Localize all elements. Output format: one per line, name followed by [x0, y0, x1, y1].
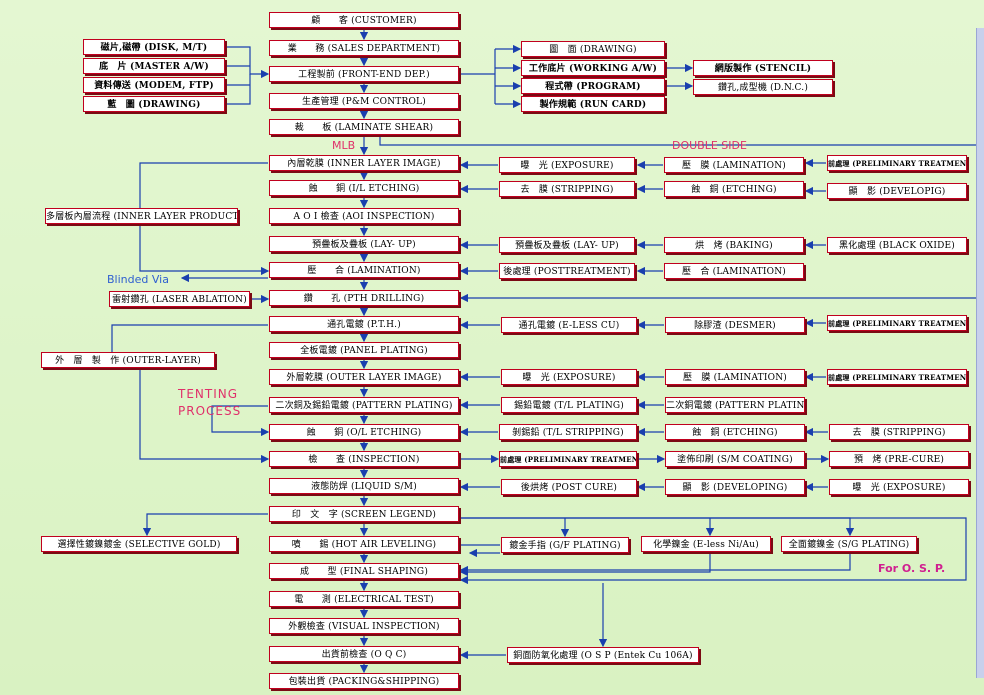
label-mlb: MLB	[332, 139, 356, 152]
label-blinded-via: Blinded Via	[107, 273, 169, 286]
inner-exposure: 曝 光 (EXPOSURE)	[499, 157, 635, 173]
input-disk: 磁片,磁帶 (DISK, M/T)	[83, 39, 225, 55]
step-final-shaping: 成 型 (FINAL SHAPING)	[269, 563, 459, 579]
step-oqc: 出貨前檢查 (O Q C)	[269, 646, 459, 662]
input-drawing: 藍 圖 (DRAWING)	[83, 96, 225, 112]
inner-etching: 蝕 銅 (ETCHING)	[664, 181, 804, 197]
step-front-end: 工程製前 (FRONT-END DEP.)	[269, 66, 459, 82]
selective-gold: 選擇性鍍鎳鍍金 (SELECTIVE GOLD)	[41, 536, 237, 552]
connector	[459, 553, 711, 577]
inner-lamination-film: 壓 膜 (LAMINATION)	[664, 157, 804, 173]
step-pm-control: 生產管理 (P&M CONTROL)	[269, 93, 459, 109]
step-lay-up: 預疊板及疊板 (LAY- UP)	[269, 236, 459, 252]
inner-developing: 顯 影 (DEVELOPIG)	[827, 183, 967, 199]
outer-layer-box: 外 層 製 作 (OUTER-LAYER)	[41, 352, 215, 368]
label-for-osp: For O. S. P.	[878, 562, 946, 575]
pth-desmear: 除膠渣 (DESMER)	[665, 317, 805, 333]
connector	[139, 369, 270, 464]
inner-lay-up: 預疊板及疊板 (LAY- UP)	[499, 237, 635, 253]
scrollbar[interactable]	[976, 28, 984, 678]
outer-pattern-plating: 二次銅電鍍 (PATTERN PLATING)	[665, 397, 805, 413]
connector	[142, 513, 268, 537]
laser-ablation: 雷射鑽孔 (LASER ABLATION)	[109, 291, 250, 307]
inner-lamination: 壓 合 (LAMINATION)	[664, 263, 804, 279]
tool-stencil: 網版製作 (STENCIL)	[693, 60, 833, 76]
step-aoi: A O I 檢查 (AOI INSPECTION)	[269, 208, 459, 224]
step-ol-etching: 蝕 銅 (O/L ETCHING)	[269, 424, 459, 440]
step-screen-legend: 印 文 字 (SCREEN LEGEND)	[269, 506, 459, 522]
step-hot-air-leveling: 噴 錫 (HOT AIR LEVELING)	[269, 536, 459, 552]
step-pth-drilling: 鑽 孔 (PTH DRILLING)	[269, 290, 459, 306]
step-pth: 通孔電鍍 (P.T.H.)	[269, 316, 459, 332]
outer-stripping: 去 膜 (STRIPPING)	[829, 424, 969, 440]
step-sales: 業 務 (SALES DEPARTMENT)	[269, 40, 459, 56]
inner-layer-product: 多層板內層流程 (INNER LAYER PRODUCT)	[45, 208, 238, 224]
step-outer-layer-image: 外層乾膜 (OUTER LAYER IMAGE)	[269, 369, 459, 385]
sm-pre-cure: 預 烤 (PRE-CURE)	[829, 451, 969, 467]
finish-gf-plating: 鍍金手指 (G/F PLATING)	[501, 537, 629, 553]
connector	[211, 405, 270, 437]
step-electrical-test: 電 測 (ELECTRICAL TEST)	[269, 591, 459, 607]
outer-tl-plating: 錫鉛電鍍 (T/L PLATING)	[501, 397, 637, 413]
tool-dnc: 鑽孔,成型機 (D.N.C.)	[693, 79, 833, 95]
outer-tl-stripping: 剝錫鉛 (T/L STRIPPING)	[499, 424, 637, 440]
connector	[227, 74, 251, 105]
label-tenting: TENTING	[178, 387, 239, 401]
connector	[111, 324, 268, 352]
step-il-etching: 蝕 銅 (I/L ETCHING)	[269, 180, 459, 196]
inner-black-oxide: 黑化處理 (BLACK OXIDE)	[827, 237, 967, 253]
finish-eless-ni-au: 化學鎳金 (E-less Ni/Au)	[641, 536, 771, 552]
step-panel-plating: 全板電鍍 (PANEL PLATING)	[269, 342, 459, 358]
label-double-side: DOUBLE SIDE	[672, 139, 747, 152]
step-lamination: 壓 合 (LAMINATION)	[269, 262, 459, 278]
output-program: 程式帶 (PROGRAM)	[521, 78, 665, 94]
input-master-aw: 底 片 (MASTER A/W)	[83, 58, 225, 74]
label-process: PROCESS	[178, 404, 242, 418]
outer-lamination-film: 壓 膜 (LAMINATION)	[665, 369, 805, 385]
sm-pretreatment: 前處理 (PRELIMINARY TREATMENT)	[499, 451, 637, 467]
outer-pretreatment: 前處理 (PRELIMINARY TREATMENT)	[827, 369, 967, 385]
outer-exposure: 曝 光 (EXPOSURE)	[501, 369, 637, 385]
finish-osp: 銅面防氧化處理 (O S P (Entek Cu 106A)	[507, 647, 699, 663]
step-inner-layer-image: 內層乾膜 (INNER LAYER IMAGE)	[269, 155, 459, 171]
inner-baking: 烘 烤 (BAKING)	[664, 237, 804, 253]
step-inspection: 檢 查 (INSPECTION)	[269, 451, 459, 467]
connector	[459, 553, 851, 575]
pth-pretreatment: 前處理 (PRELIMINARY TREATMENT)	[827, 315, 967, 331]
inner-post-treatment: 後處理 (POSTTREATMENT)	[499, 263, 635, 279]
connector	[139, 162, 268, 208]
connector	[139, 225, 270, 276]
step-visual-inspection: 外觀檢查 (VISUAL INSPECTION)	[269, 618, 459, 634]
connector	[459, 517, 967, 585]
outer-etching: 蝕 銅 (ETCHING)	[665, 424, 805, 440]
connector	[461, 517, 855, 537]
inner-pretreatment: 前處理 (PRELIMINARY TREATMENT)	[827, 155, 967, 171]
sm-developing: 顯 影 (DEVELOPING)	[665, 479, 805, 495]
step-laminate-shear: 裁 板 (LAMINATE SHEAR)	[269, 119, 459, 135]
step-packing-shipping: 包裝出貨 (PACKING&SHIPPING)	[269, 673, 459, 689]
sm-coating: 塗佈印刷 (S/M COATING)	[665, 451, 805, 467]
connector	[379, 136, 984, 146]
step-pattern-plating: 二次銅及錫鉛電鍍 (PATTERN PLATING)	[269, 397, 459, 413]
sm-post-cure: 後烘烤 (POST CURE)	[501, 479, 637, 495]
output-run-card: 製作規範 (RUN CARD)	[521, 96, 665, 112]
inner-stripping: 去 膜 (STRIPPING)	[499, 181, 635, 197]
pth-eless-cu: 通孔電鍍 (E-LESS CU)	[501, 317, 637, 333]
sm-exposure: 曝 光 (EXPOSURE)	[829, 479, 969, 495]
connector	[227, 46, 270, 79]
step-customer: 顧 客 (CUSTOMER)	[269, 12, 459, 28]
output-working-aw: 工作底片 (WORKING A/W)	[521, 60, 665, 76]
output-drawing: 圖 面 (DRAWING)	[521, 41, 665, 57]
finish-sg-plating: 全面鍍鎳金 (S/G PLATING)	[781, 536, 917, 552]
input-modem: 資料傳送 (MODEM, FTP)	[83, 77, 225, 93]
step-liquid-sm: 液態防焊 (LIQUID S/M)	[269, 478, 459, 494]
